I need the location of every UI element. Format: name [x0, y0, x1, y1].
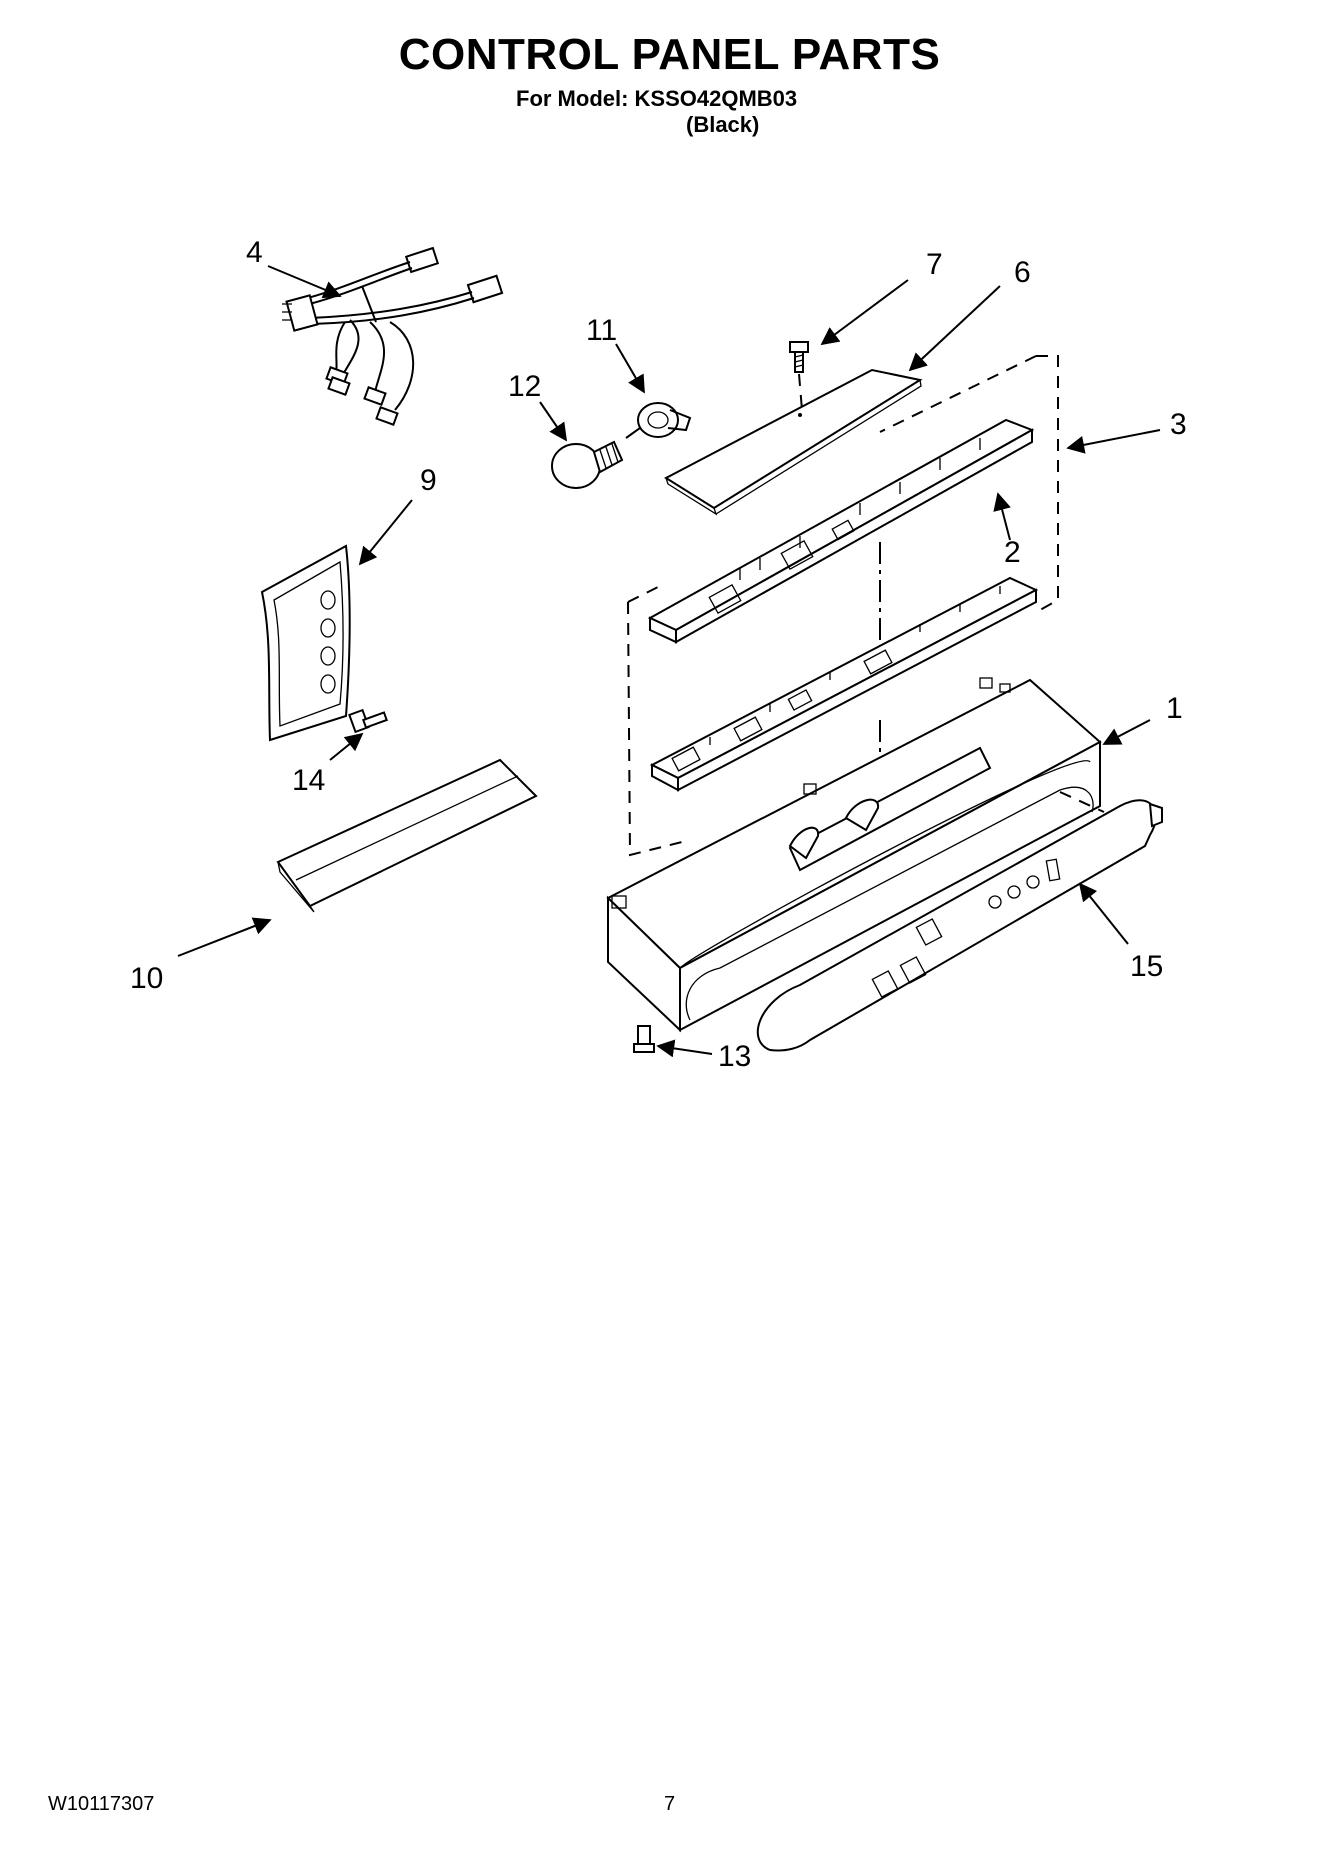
callout-9: 9	[420, 464, 437, 497]
side-panel-part	[260, 544, 351, 742]
callout-4: 4	[246, 236, 263, 269]
document-number: W10117307	[48, 1793, 155, 1815]
screw-7-part	[789, 341, 809, 411]
callout-7: 7	[926, 248, 943, 281]
wire-harness-part	[282, 246, 504, 426]
front-overlay-part	[756, 791, 1163, 1052]
cover-plate-part	[663, 368, 923, 516]
housing-part	[606, 677, 1102, 1033]
assembly-group-box	[627, 355, 1059, 857]
color-line: (Black)	[686, 112, 760, 137]
callout-10: 10	[130, 962, 163, 995]
callout-15: 15	[1130, 950, 1163, 983]
callout-12: 12	[508, 370, 541, 403]
callout-14: 14	[292, 764, 325, 797]
page-title: CONTROL PANEL PARTS	[398, 30, 941, 79]
callout-13: 13	[718, 1040, 751, 1073]
trim-strip-part	[276, 758, 538, 913]
screw-14-part	[348, 708, 388, 734]
callout-1: 1	[1166, 692, 1183, 725]
lower-circuit-board-part	[649, 576, 1039, 792]
screw-13-part	[633, 1025, 655, 1053]
socket-part	[625, 402, 692, 439]
callout-6: 6	[1014, 256, 1031, 289]
bulb-part	[551, 440, 624, 489]
page-number: 7	[664, 1793, 676, 1815]
leader-lines	[177, 265, 1161, 1058]
callout-11: 11	[586, 314, 617, 347]
upper-circuit-board-part	[647, 418, 1035, 644]
model-line: For Model: KSSO42QMB03	[516, 86, 798, 111]
callout-2: 2	[1004, 536, 1021, 569]
callout-3: 3	[1170, 408, 1187, 441]
